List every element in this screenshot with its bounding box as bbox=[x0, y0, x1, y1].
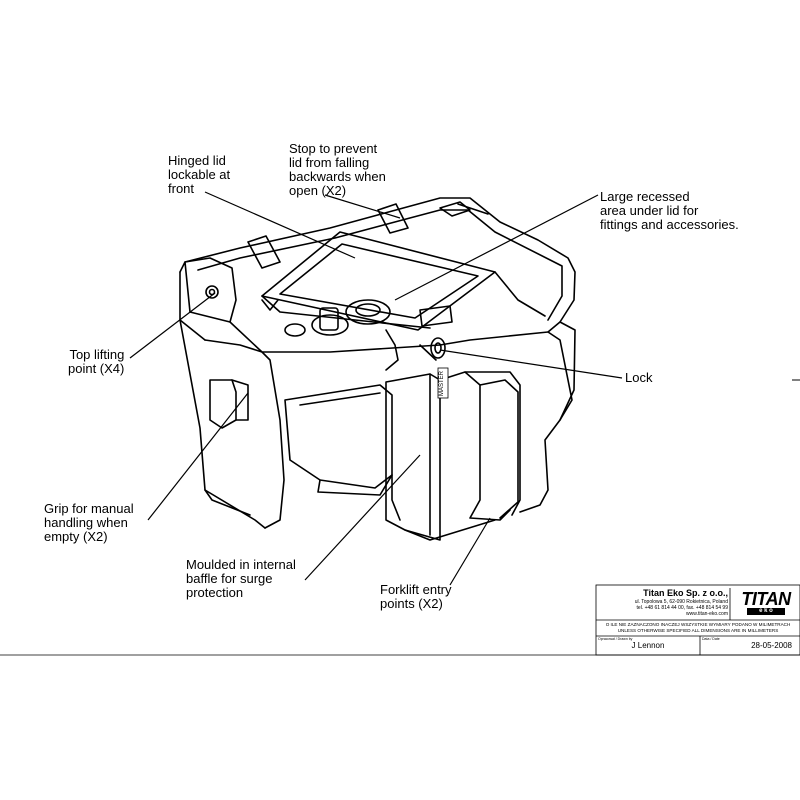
leader-stop bbox=[324, 194, 401, 219]
leader-lock bbox=[439, 349, 623, 379]
leader-recessed bbox=[394, 194, 599, 301]
callout-grip: Grip for manual handling when empty (X2) bbox=[44, 501, 134, 544]
callout-forklift: Forklift entry points (X2) bbox=[380, 582, 452, 611]
body-right-side bbox=[439, 371, 511, 521]
callout-recessed: Large recessed area under lid for fittin… bbox=[600, 189, 739, 232]
callout-baffle: Moulded in internal baffle for surge pro… bbox=[186, 557, 296, 600]
leader-forklift bbox=[449, 517, 491, 586]
title-block-frame bbox=[595, 584, 800, 656]
company-address: ul. Topolowa 5, 62-090 Rokietnica, Polan… bbox=[634, 599, 728, 605]
date-label: Data / Date bbox=[702, 637, 720, 641]
logo-sub: e k o bbox=[747, 608, 785, 615]
logo-text: TITAN bbox=[741, 590, 791, 609]
drawn-by-label: Opracował / Drawn by bbox=[598, 637, 633, 641]
dimensions-note: O ILE NIE ZAZNACZONO INACZEJ WSZYSTKIE W… bbox=[598, 622, 798, 634]
lid-outline bbox=[184, 197, 576, 353]
stop-left bbox=[247, 235, 281, 269]
note-english: UNLESS OTHERWISE SPECIFIED ALL DIMENSION… bbox=[617, 628, 779, 633]
callout-lock: Lock bbox=[625, 370, 653, 385]
titan-logo: TITAN e k o bbox=[733, 590, 799, 615]
company-website: www.titan-eko.com bbox=[686, 611, 728, 617]
leader-baffle bbox=[304, 454, 421, 581]
callout-hinged-lid: Hinged lid lockable at front bbox=[168, 153, 231, 196]
callout-top-lifting: Top lifting point (X4) bbox=[68, 347, 125, 376]
drawn-by-value: J Lennon bbox=[631, 641, 665, 650]
title-block-company: Titan Eko Sp. z o.o., ul. Topolowa 5, 62… bbox=[598, 588, 728, 617]
forklift-left bbox=[284, 384, 393, 489]
callout-stop: Stop to prevent lid from falling backwar… bbox=[289, 141, 386, 198]
date-value: 28-05-2008 bbox=[751, 641, 792, 650]
baffle-wall bbox=[385, 373, 441, 541]
product-marking: MASTER bbox=[437, 367, 449, 399]
leader-hinged-lid bbox=[204, 191, 356, 259]
company-phone: tel. +48 61 814 44 00, fax. +48 814 54 9… bbox=[636, 605, 728, 611]
svg-text:MASTER: MASTER bbox=[439, 370, 445, 396]
grip-recess bbox=[209, 379, 237, 429]
stop-right bbox=[377, 203, 409, 234]
leader-grip bbox=[147, 392, 249, 521]
leader-top-lifting bbox=[129, 292, 216, 359]
date-cell: Data / Date 28-05-2008 bbox=[702, 637, 798, 651]
company-name: Titan Eko Sp. z o.o., bbox=[643, 588, 728, 598]
lock bbox=[430, 337, 446, 359]
body-left-side bbox=[179, 319, 266, 529]
drawn-by-cell: Opracował / Drawn by J Lennon bbox=[598, 637, 698, 651]
note-polish: O ILE NIE ZAZNACZONO INACZEJ WSZYSTKIE W… bbox=[605, 622, 791, 627]
forklift-right bbox=[479, 379, 519, 519]
